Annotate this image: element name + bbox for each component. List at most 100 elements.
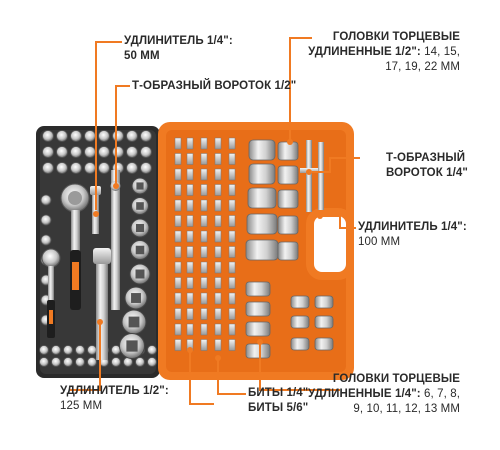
small-socket [98, 146, 110, 158]
bit [186, 323, 194, 336]
deep-socket-quarter [314, 315, 334, 329]
t-handle-half-tool [110, 170, 121, 310]
leader-lines [70, 37, 360, 405]
bit [214, 137, 222, 150]
small-socket [112, 130, 124, 142]
deep-socket-half-small [277, 141, 299, 161]
bit [186, 308, 194, 320]
bit [228, 215, 236, 227]
bit [186, 230, 194, 243]
bit [214, 168, 222, 181]
bit [174, 323, 182, 336]
deep-sockets-half-tools [245, 139, 299, 261]
small-socket [70, 162, 82, 174]
socket-square-drive [131, 293, 141, 303]
deep-socket-half [247, 187, 277, 209]
bit [186, 246, 194, 258]
bit [186, 168, 194, 181]
bit [214, 199, 222, 212]
small-socket [140, 146, 152, 158]
small-socket [112, 146, 124, 158]
bit [174, 292, 182, 305]
small-socket [126, 146, 138, 158]
bit [174, 137, 182, 150]
bit [200, 168, 208, 181]
bit [228, 246, 236, 258]
label-extension-quarter-100-line1: УДЛИНИТЕЛЬ 1/4": [358, 221, 467, 233]
socket-square-drive [135, 223, 145, 233]
small-socket [126, 130, 138, 142]
small-socket [98, 130, 110, 142]
small-socket [84, 146, 96, 158]
bit [174, 308, 182, 320]
label-t-handle-quarter-line1: Т-ОБРАЗНЫЙ [386, 152, 466, 164]
bit [228, 168, 236, 181]
small-socket [84, 162, 96, 174]
small-socket [39, 357, 49, 367]
label-extension-half-125: УДЛИНИТЕЛЬ 1/2": 125 ММ [60, 384, 169, 414]
bit [214, 153, 222, 165]
label-t-handle-half-line1: Т-ОБРАЗНЫЙ ВОРОТОК 1/2" [132, 80, 297, 92]
label-deep-sockets-half-line2: УДЛИНЕННЫЕ 1/2": [308, 46, 421, 58]
label-extension-half-125-line2: 125 ММ [60, 400, 103, 412]
bit [228, 153, 236, 165]
deep-socket-half [245, 239, 279, 261]
bit [200, 277, 208, 289]
bits-area [174, 137, 236, 351]
socket-square-drive [136, 202, 144, 210]
deep-socket-half-small [277, 165, 299, 185]
bit [214, 230, 222, 243]
bit [200, 339, 208, 351]
bit [174, 246, 182, 258]
label-deep-sockets-half-sizes: 14, 15, [420, 46, 460, 58]
bit [214, 246, 222, 258]
small-socket [135, 357, 145, 367]
label-extension-quarter-100: УДЛИНИТЕЛЬ 1/4": 100 ММ [358, 220, 467, 250]
bit [228, 292, 236, 305]
deep-socket-half-small [277, 215, 299, 235]
bit [186, 215, 194, 227]
small-socket [70, 130, 82, 142]
socket-square-drive [136, 182, 144, 190]
deep-socket-half [248, 139, 276, 161]
bit [186, 277, 194, 289]
small-socket [56, 162, 68, 174]
deep-socket-quarter [245, 343, 271, 359]
small-socket [56, 146, 68, 158]
small-socket [40, 234, 52, 246]
small-socket [75, 345, 85, 355]
small-socket [140, 162, 152, 174]
bit [228, 137, 236, 150]
bit [214, 308, 222, 320]
small-socket [147, 357, 157, 367]
bit [200, 215, 208, 227]
small-socket [98, 162, 110, 174]
bit [186, 292, 194, 305]
deep-socket-half [248, 163, 276, 185]
small-socket [147, 345, 157, 355]
small-socket [40, 194, 52, 206]
small-socket [140, 130, 152, 142]
label-extension-quarter-50: УДЛИНИТЕЛЬ 1/4": 50 ММ [124, 34, 233, 64]
deep-socket-quarter [245, 281, 271, 297]
bit [174, 230, 182, 243]
bit [228, 230, 236, 243]
bit [228, 261, 236, 274]
small-socket [84, 130, 96, 142]
bit [174, 339, 182, 351]
small-socket [70, 146, 82, 158]
bit [186, 184, 194, 196]
bit [200, 230, 208, 243]
bit [186, 137, 194, 150]
bit [174, 199, 182, 212]
small-socket [75, 357, 85, 367]
socket-square-drive [135, 269, 145, 279]
bit [214, 261, 222, 274]
socket-square-drive [128, 316, 140, 328]
deep-socket-quarter [314, 337, 334, 351]
small-socket [51, 357, 61, 367]
small-socket [40, 214, 52, 226]
small-socket [87, 357, 97, 367]
bit [228, 323, 236, 336]
label-extension-half-125-line1: УДЛИНИТЕЛЬ 1/2": [60, 385, 169, 397]
